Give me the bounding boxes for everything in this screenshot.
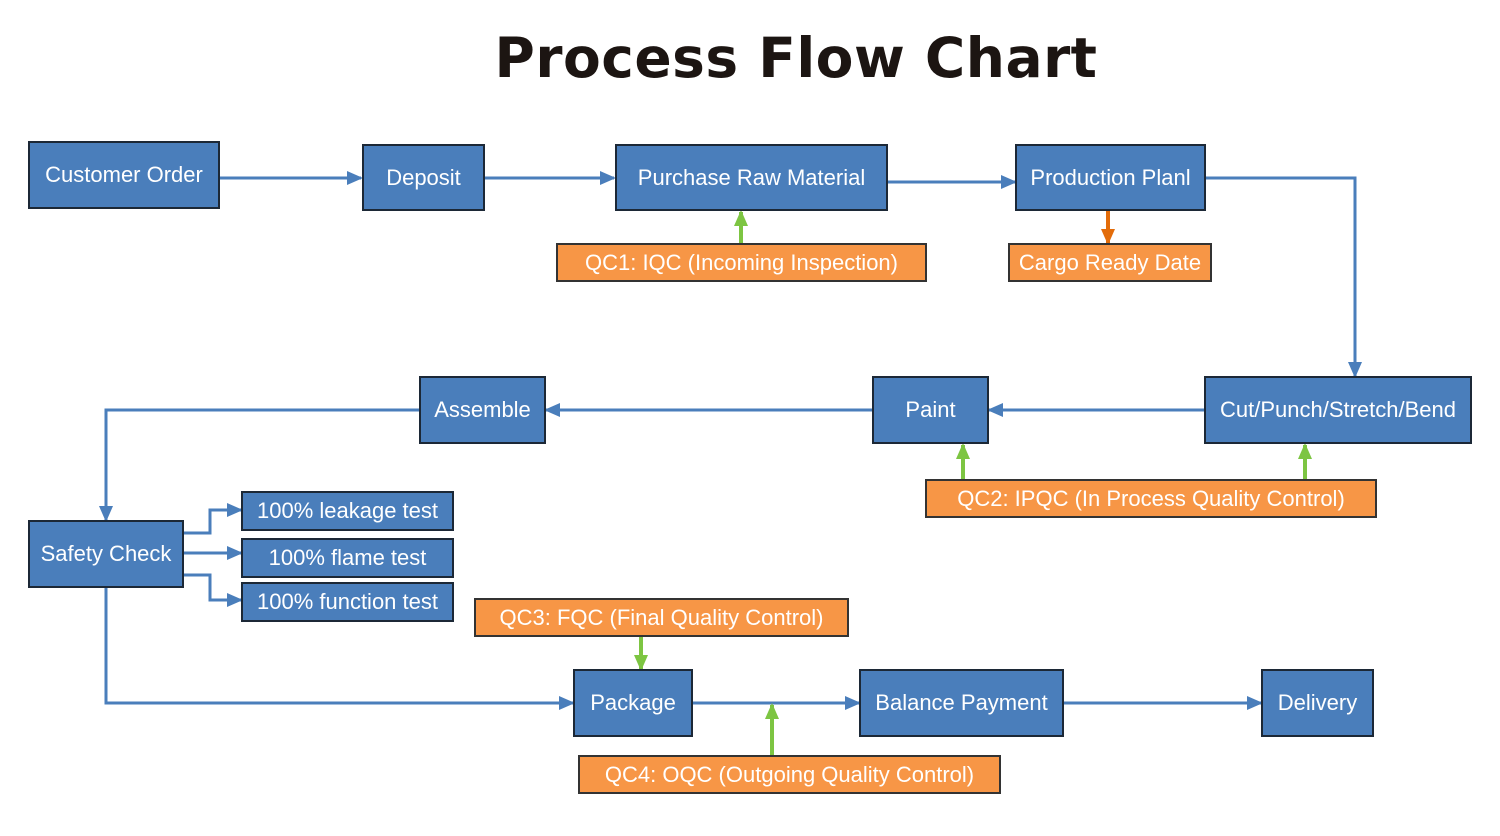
arrow-safety-to-leakage <box>183 503 243 535</box>
balance-payment-box: Balance Payment <box>859 669 1064 737</box>
cargo-ready-date-box: Cargo Ready Date <box>1008 243 1212 282</box>
safety-check-box: Safety Check <box>28 520 184 588</box>
arrow-safety-to-function <box>183 573 243 607</box>
qc2-ipqc-box: QC2: IPQC (In Process Quality Control) <box>925 479 1377 518</box>
leakage-test-box: 100% leakage test <box>241 491 454 531</box>
qc4-oqc-box: QC4: OQC (Outgoing Quality Control) <box>578 755 1001 794</box>
function-test-box: 100% function test <box>241 582 454 622</box>
purchase-raw-material-box: Purchase Raw Material <box>615 144 888 211</box>
cut-punch-stretch-bend-box: Cut/Punch/Stretch/Bend <box>1204 376 1472 444</box>
qc3-fqc-box: QC3: FQC (Final Quality Control) <box>474 598 849 637</box>
paint-box: Paint <box>872 376 989 444</box>
deposit-box: Deposit <box>362 144 485 211</box>
arrow-plan-to-cut <box>1205 176 1362 378</box>
production-plan-box: Production Planl <box>1015 144 1206 211</box>
customer-order-box: Customer Order <box>28 141 220 209</box>
qc1-iqc-box: QC1: IQC (Incoming Inspection) <box>556 243 927 282</box>
delivery-box: Delivery <box>1261 669 1374 737</box>
arrow-assemble-to-safety <box>99 408 420 522</box>
flame-test-box: 100% flame test <box>241 538 454 578</box>
package-box: Package <box>573 669 693 737</box>
arrow-safety-to-package <box>104 587 575 710</box>
page-title: Process Flow Chart <box>494 26 1098 90</box>
assemble-box: Assemble <box>419 376 546 444</box>
